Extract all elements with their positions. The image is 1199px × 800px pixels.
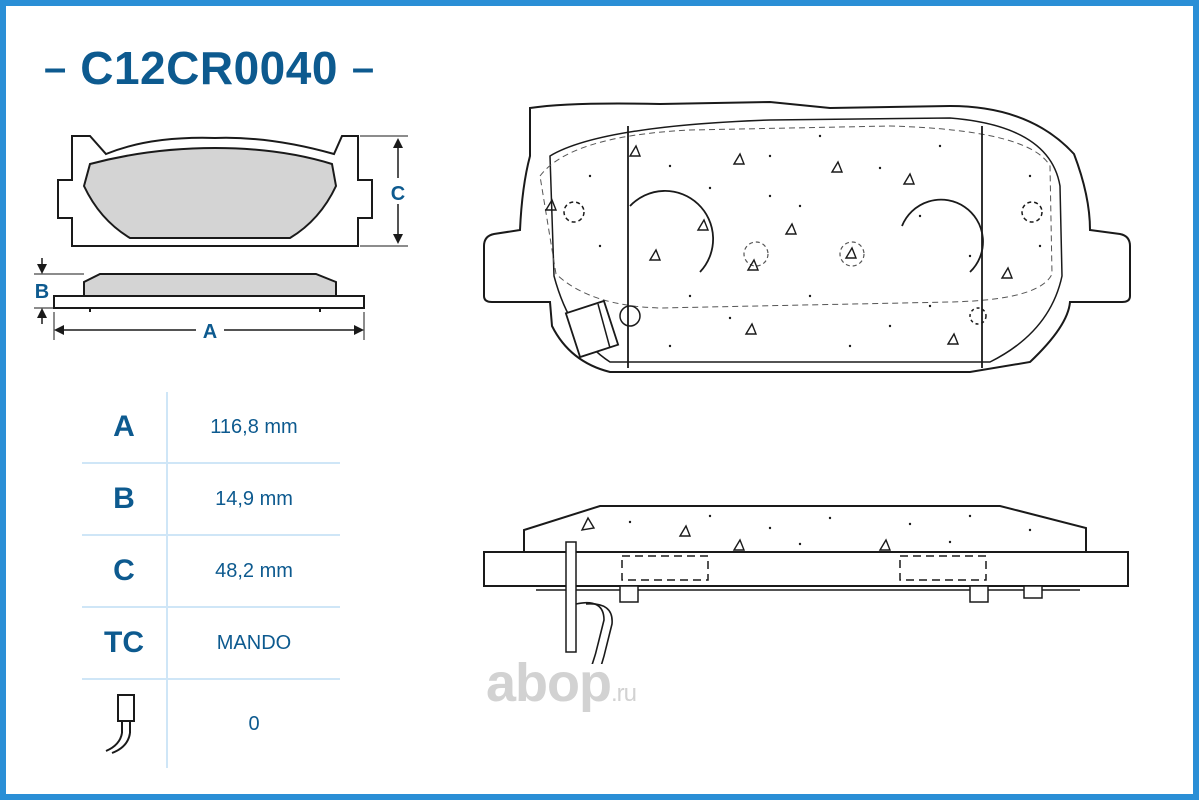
watermark-domain: .ru [611,680,637,707]
friction-pad-side [83,273,337,297]
backplate-side [53,295,365,309]
spec-row-c: C 48,2 mm [82,536,340,608]
pad-side-view [483,505,1129,664]
spec-value: MANDO [216,631,292,654]
spec-key: TC [82,608,168,678]
spec-value: 0 [248,712,260,735]
spec-key: B [82,464,168,534]
specs-table: A 116,8 mm B 14,9 mm C 48,2 mm TC MANDO … [82,392,340,768]
spec-row-a: A 116,8 mm [82,392,340,464]
spec-value: 116,8 mm [210,415,298,438]
spec-value: 14,9 mm [215,487,293,510]
dim-label-b: B [35,281,49,303]
small-dimension-drawing: C B A [34,135,412,343]
pad-front-view [483,100,1131,373]
part-title: – C12CR0040 – [44,38,374,98]
spec-key [82,680,168,768]
watermark-brand: abop [486,653,612,713]
part-number: C12CR0040 [80,42,338,94]
spec-key: C [82,536,168,606]
spec-key: A [82,392,168,462]
title-dash-left: – [44,45,67,90]
wear-sensor-icon [105,694,135,754]
spec-row-tc: TC MANDO [82,608,340,680]
title-dash-right: – [351,45,375,90]
dim-label-a: A [203,321,217,343]
dim-label-c: C [391,183,405,205]
spec-value: 48,2 mm [215,559,293,582]
spec-row-sensor: 0 [82,680,340,768]
watermark-logo: abop.ru [486,652,637,714]
spec-row-b: B 14,9 mm [82,464,340,536]
friction-pad-top [82,146,338,239]
